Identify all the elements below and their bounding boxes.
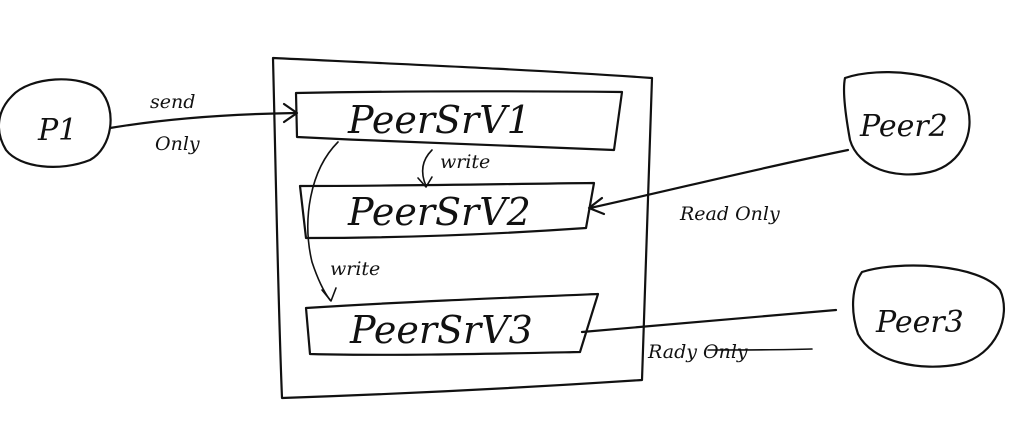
peersrv3-box: [304, 292, 600, 356]
read-only-label-peer2: Read Only: [679, 203, 780, 225]
peersrv1-label: PeerSrV1: [347, 98, 531, 142]
peersrv3-label: PeerSrV3: [349, 308, 533, 352]
p1-node-label: P1: [37, 113, 77, 148]
read-only-underline-peer3: [707, 348, 813, 351]
read-only-arrowhead-peer2: [587, 196, 606, 216]
send-only-arrow: [108, 111, 298, 130]
write-label-1: write: [440, 151, 490, 173]
peersrv1-box: [294, 90, 624, 152]
read-only-label-peer3: Rady Only: [647, 341, 748, 363]
send-only-label-line2: Only: [155, 133, 200, 155]
read-only-arrow-peer2: [588, 148, 850, 210]
p1-node-outline: [0, 78, 112, 168]
send-only-label-line1: send: [150, 91, 195, 113]
peer2-node-label: Peer2: [859, 109, 948, 144]
peersrv2-label: PeerSrV2: [347, 190, 531, 234]
peer2-node-outline: [842, 71, 971, 176]
peersrv2-box: [298, 181, 596, 240]
peer3-node-label: Peer3: [875, 305, 964, 340]
write-arrow-2-head: [321, 287, 337, 302]
read-only-line-peer3: [580, 308, 838, 334]
peer3-node-outline: [851, 264, 1005, 368]
write-arrow-2: [307, 141, 339, 301]
write-label-2: write: [330, 258, 380, 280]
server-container-box: [271, 56, 654, 400]
write-arrow-1-head: [417, 176, 433, 188]
write-arrow-1: [421, 149, 433, 187]
